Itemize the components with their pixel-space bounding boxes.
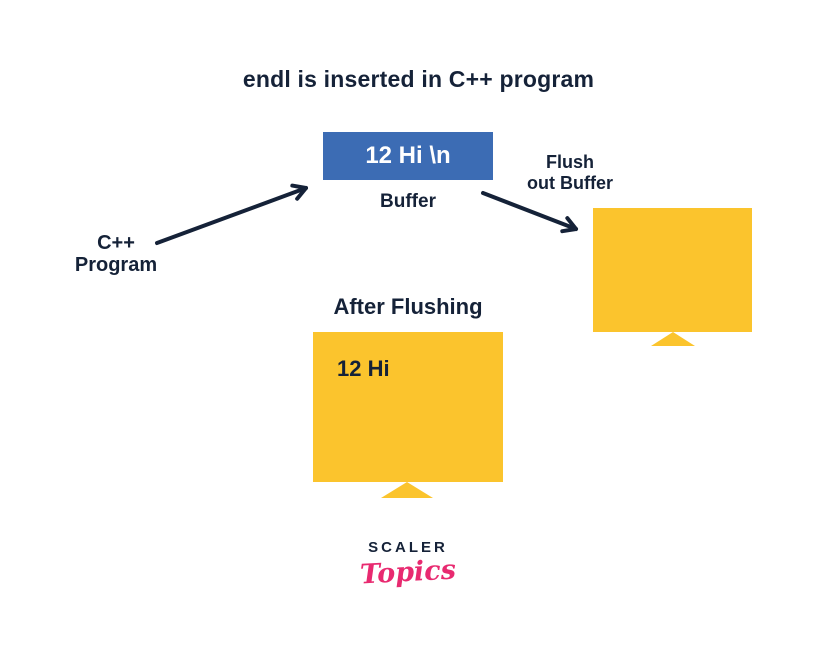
arrow-buffer-to-monitor [481, 191, 578, 234]
flush-out-buffer-label: Flush out Buffer [500, 152, 640, 194]
diagram-title: endl is inserted in C++ program [242, 66, 595, 92]
flush-label-line1: Flush [546, 152, 594, 172]
program-label-line1: C++ [97, 232, 135, 254]
after-flushing-monitor-stand-icon [381, 482, 433, 498]
logo-secondary-text: Topics [359, 554, 457, 591]
scaler-topics-logo: SCALER Topics [308, 539, 508, 590]
logo-primary-text: SCALER [368, 539, 448, 556]
flush-label-line2: out Buffer [527, 173, 613, 193]
after-flushing-monitor-screen: 12 Hi [313, 332, 503, 482]
program-label-line2: Program [74, 254, 158, 276]
cpp-program-label: C++ Program [36, 232, 196, 276]
after-flushing-heading: After Flushing [333, 294, 483, 319]
buffer-box: 12 Hi \n [323, 132, 493, 180]
buffer-label: Buffer [380, 191, 436, 212]
output-monitor-screen [593, 208, 752, 332]
output-monitor-stand-icon [651, 332, 695, 346]
